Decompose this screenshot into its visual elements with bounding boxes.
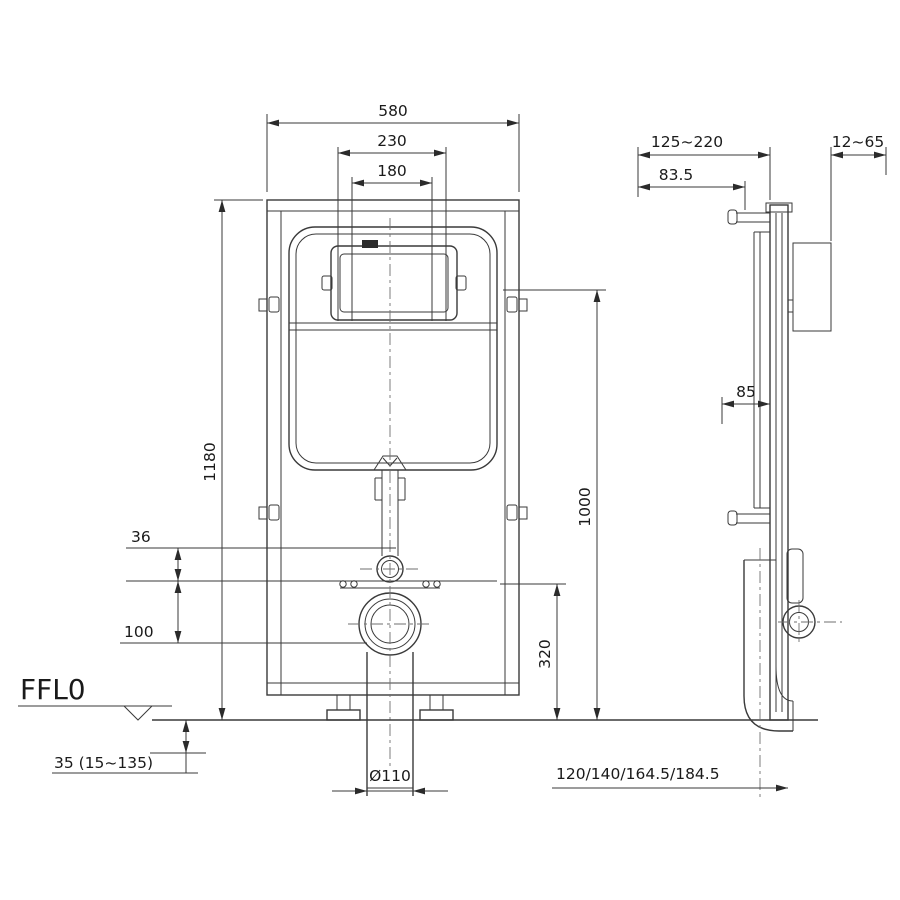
front-centerlines	[348, 218, 432, 768]
dim-inlet-offset: 85	[736, 383, 756, 401]
flush-plate-opening	[321, 240, 467, 321]
dim-plate-outer-width: 230	[377, 132, 407, 150]
dim-cistern-height: 1000	[576, 487, 594, 526]
dim-wall-clearance-range: 12~65	[832, 133, 884, 151]
dim-outlet-diameter: Ø110	[369, 767, 411, 785]
dim-outlet-drop: 100	[124, 623, 154, 641]
wall-bracket-rods	[727, 209, 770, 526]
side-view-frame	[753, 202, 793, 721]
side-dimensions: 125~220 12~65 83.5 85 120/140/164.5/184.…	[552, 133, 887, 792]
dim-fixing-row-offset: 36	[131, 528, 151, 546]
ffl-label: FFL0	[20, 673, 86, 706]
wall-section-hatch	[788, 242, 832, 332]
side-flush-housing	[778, 548, 842, 646]
ffl-datum: FFL0	[18, 673, 172, 721]
dim-plate-inner-width: 180	[377, 162, 407, 180]
cistern-tank	[288, 226, 498, 471]
outlet-elbow	[743, 548, 794, 798]
dim-floor-adjust-range: 35 (15~135)	[54, 754, 153, 772]
down-pipe	[366, 652, 414, 796]
dim-top-bracket-offset: 83.5	[659, 166, 694, 184]
dim-frame-depth-range: 125~220	[651, 133, 723, 151]
dim-frame-height: 1180	[201, 442, 219, 481]
front-view-frame	[258, 199, 528, 696]
front-dimensions: 580 230 180 1180 1000 320	[52, 102, 606, 795]
dim-outlet-center-height: 320	[536, 639, 554, 669]
dim-overall-width: 580	[378, 102, 408, 120]
dim-outlet-depth-options: 120/140/164.5/184.5	[556, 765, 720, 783]
